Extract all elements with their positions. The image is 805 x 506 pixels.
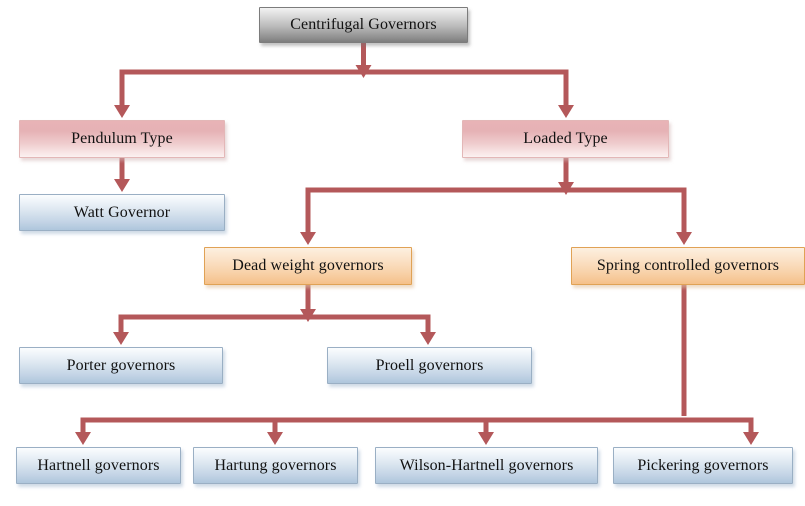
node-label: Loaded Type [523, 130, 608, 148]
connector-deadweight-to-bus [300, 285, 316, 322]
connector-line [566, 187, 687, 233]
connector-bus-to-pickering [684, 417, 759, 445]
connector-line [305, 187, 566, 233]
connector-bus-to-spring [566, 187, 692, 245]
node-watt-governor[interactable]: Watt Governor [19, 194, 225, 231]
arrowhead-icon [420, 332, 436, 345]
node-proell-governors[interactable]: Proell governors [327, 347, 532, 384]
connector-root-to-split [355, 43, 372, 78]
node-wilson-hartnell-governors[interactable]: Wilson-Hartnell governors [375, 447, 598, 484]
node-label: Watt Governor [73, 203, 171, 221]
node-hartung-governors[interactable]: Hartung governors [193, 447, 358, 484]
connector-line [308, 314, 431, 333]
node-pickering-governors[interactable]: Pickering governors [613, 447, 793, 484]
connector-line [272, 417, 684, 433]
connector-line [119, 69, 364, 106]
node-centrifugal-governors[interactable]: Centrifugal Governors [259, 7, 468, 43]
node-label: Pendulum Type [71, 130, 173, 148]
node-label: Hartnell governors [37, 456, 160, 474]
connector-bus-to-deadweight [300, 187, 566, 245]
connector-pendulum-to-watt [114, 158, 130, 192]
arrowhead-icon [743, 432, 759, 445]
arrowhead-icon [300, 232, 316, 245]
node-porter-governors[interactable]: Porter governors [19, 347, 223, 384]
node-label: Hartung governors [214, 456, 337, 474]
arrowhead-icon [478, 432, 494, 445]
node-label: Centrifugal Governors [290, 16, 437, 34]
arrowhead-icon [267, 432, 283, 445]
arrowhead-icon [114, 179, 130, 192]
node-dead-weight-governors[interactable]: Dead weight governors [204, 247, 412, 285]
connector-line [684, 417, 754, 433]
connector-bus-to-porter [113, 314, 308, 345]
connector-bus-to-wilson [478, 417, 684, 445]
node-label: Wilson-Hartnell governors [399, 456, 574, 474]
node-label: Pickering governors [637, 456, 769, 474]
node-hartnell-governors[interactable]: Hartnell governors [16, 447, 181, 484]
arrowhead-icon [300, 309, 316, 322]
arrowhead-icon [75, 432, 91, 445]
connector-line [80, 417, 684, 433]
arrowhead-icon [558, 105, 574, 118]
arrowhead-icon [558, 182, 574, 195]
connector-line [118, 314, 308, 333]
connector-bus-to-proell [308, 314, 436, 345]
node-spring-controlled-governors[interactable]: Spring controlled governors [571, 247, 805, 285]
arrowhead-icon [113, 332, 129, 345]
node-label: Porter governors [66, 356, 176, 374]
connector-split-to-loaded [363, 69, 574, 118]
connector-line [363, 69, 569, 106]
connector-split-to-pendulum [114, 69, 364, 118]
node-label: Dead weight governors [232, 257, 384, 275]
connector-bus-to-hartung [267, 417, 684, 445]
arrowhead-icon [114, 105, 130, 118]
arrowhead-icon [355, 65, 372, 78]
node-pendulum-type[interactable]: Pendulum Type [19, 120, 225, 158]
connector-loaded-to-bus [558, 158, 574, 195]
connector-bus-to-hartnell [75, 417, 684, 445]
node-label: Spring controlled governors [596, 257, 780, 275]
connector-line [483, 417, 684, 433]
node-loaded-type[interactable]: Loaded Type [462, 120, 669, 158]
arrowhead-icon [676, 232, 692, 245]
node-label: Proell governors [375, 356, 484, 374]
